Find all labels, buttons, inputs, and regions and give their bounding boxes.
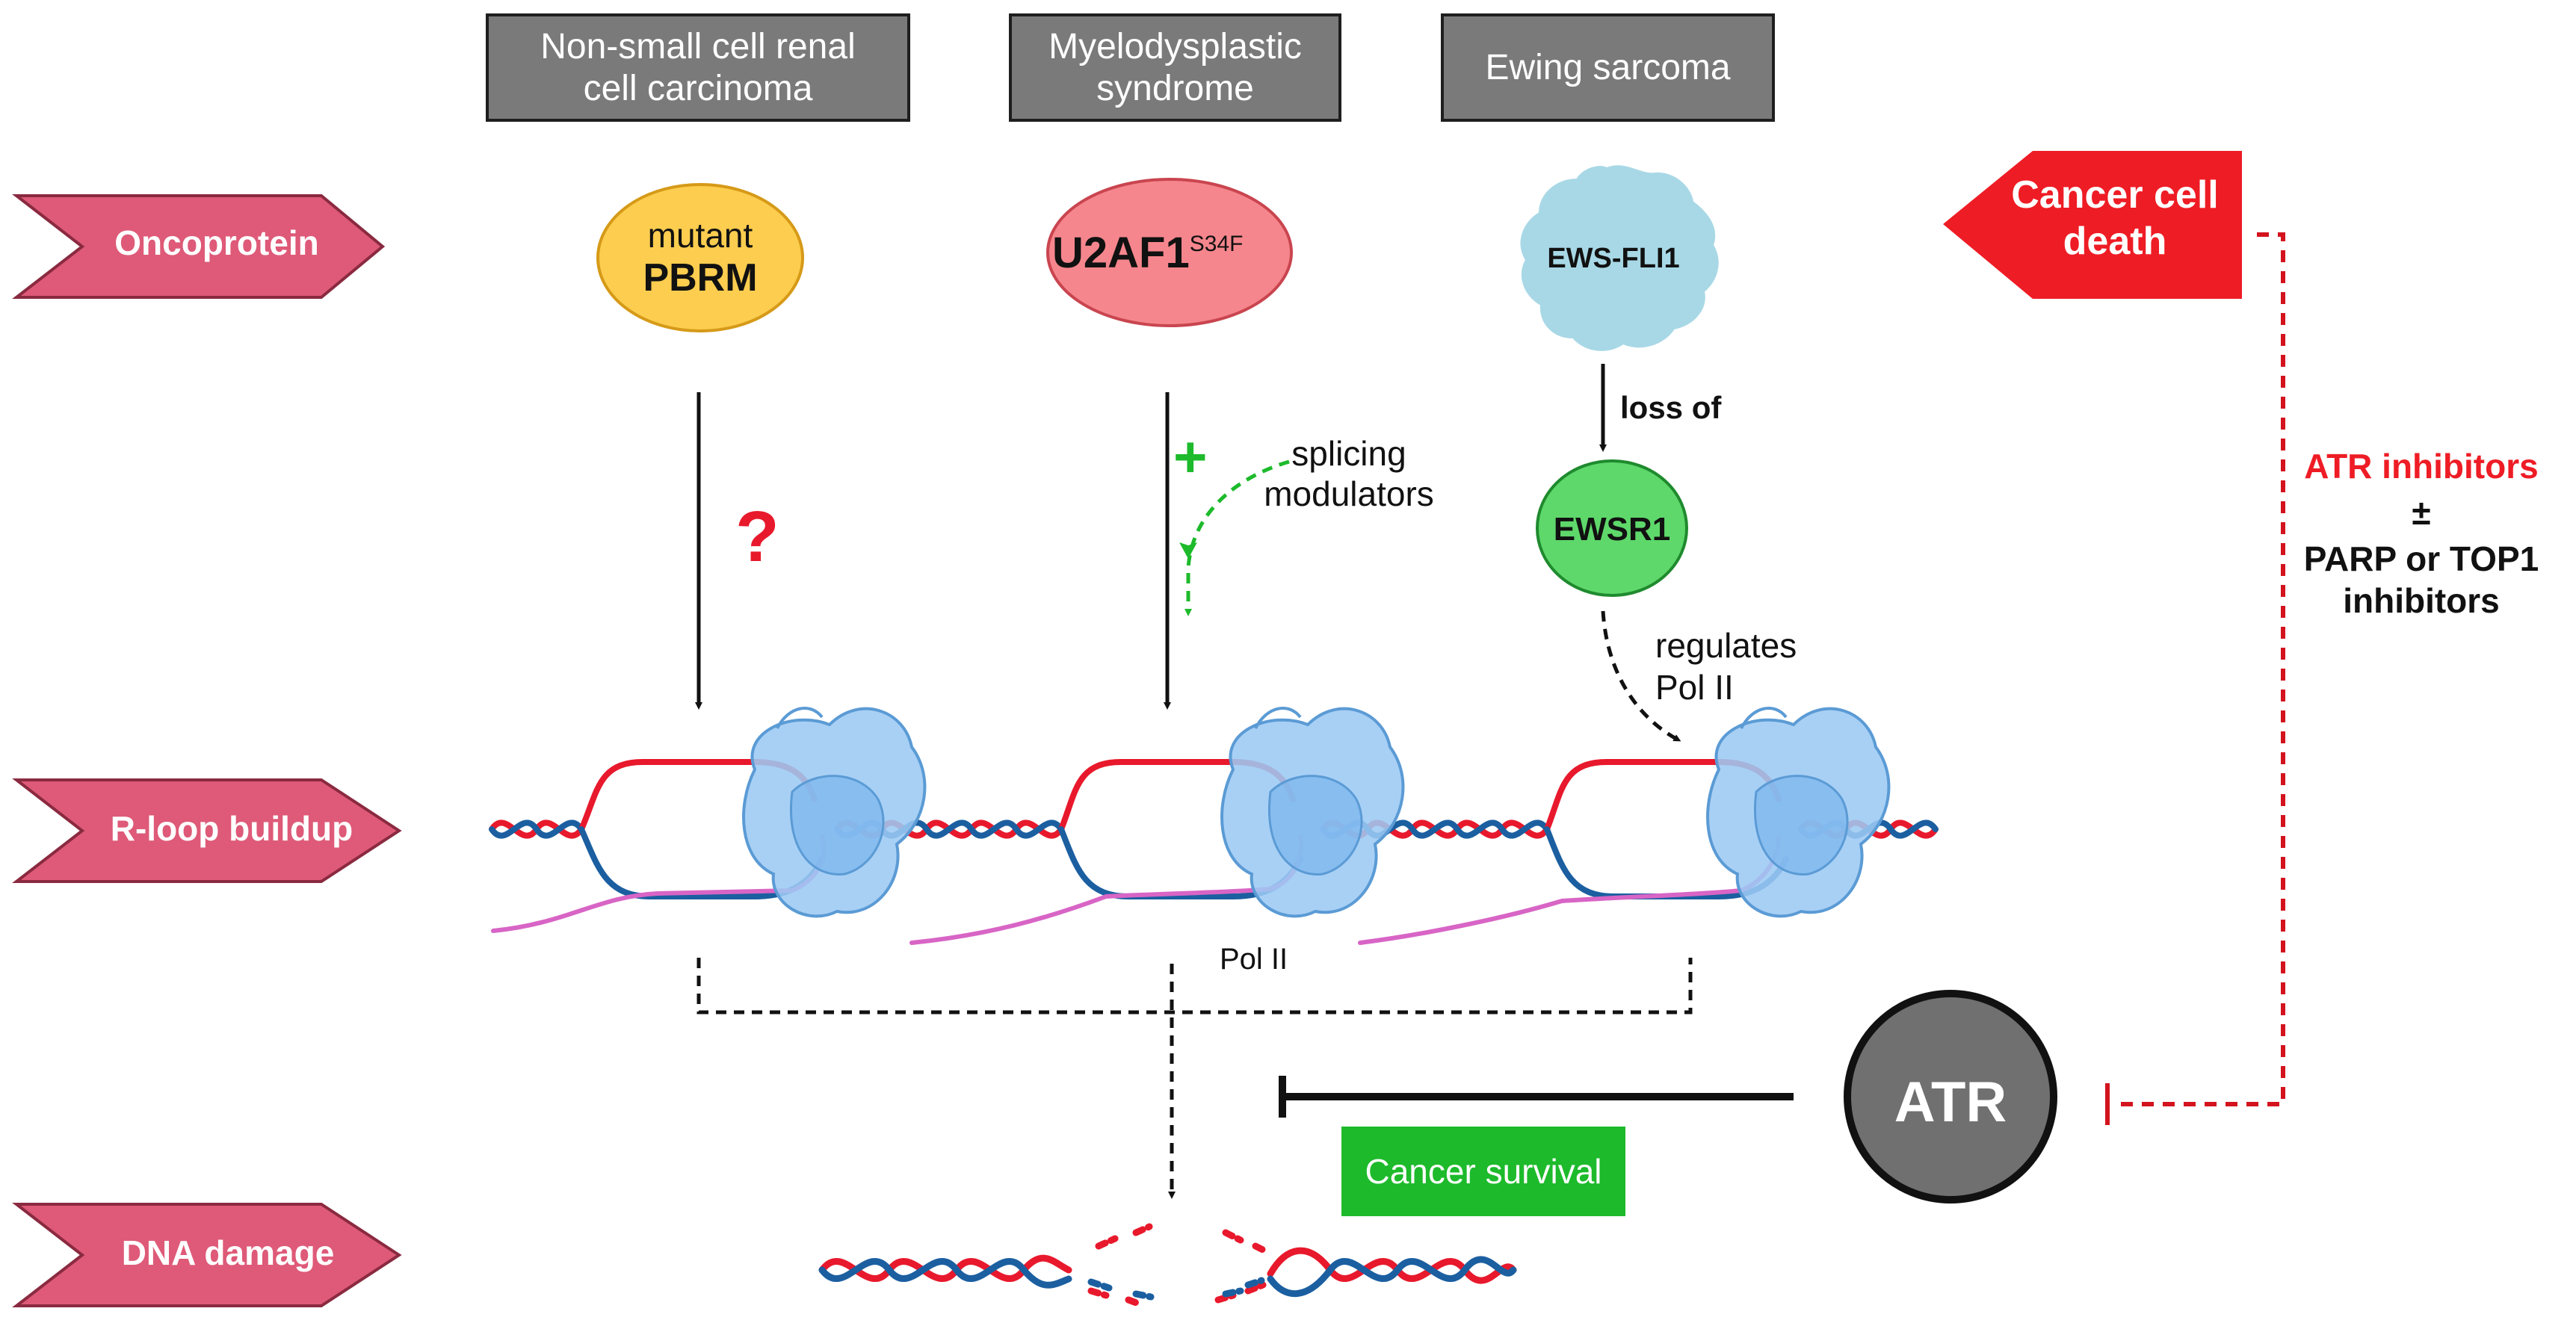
stage-dna-damage-label: DNA damage: [121, 1233, 335, 1272]
convergence-lines: [696, 958, 1693, 1199]
atr-inhibitor-path: [2115, 232, 2285, 1106]
cancer-death-line2: death: [2063, 220, 2167, 263]
regulates-line2: Pol II: [1655, 668, 1734, 707]
ews-fli1-label: EWS-FLI1: [1547, 243, 1680, 274]
parp-top1-label: PARP or TOP1 inhibitors: [2279, 538, 2563, 622]
stage-rloop-shape: [12, 778, 402, 883]
unknown-mechanism-mark: ?: [735, 497, 779, 577]
cancer-survival-box: Cancer survival: [1341, 1127, 1625, 1216]
disease-box-rcc: Non-small cell renal cell carcinoma: [486, 13, 910, 122]
pol2-enzyme-1: [742, 707, 927, 918]
u2af1-label: U2AF1S34F: [1052, 228, 1243, 278]
disease-box-mds: Myelodysplastic syndrome: [1009, 13, 1341, 122]
disease-mds-line2: syndrome: [1096, 68, 1254, 108]
stage-arrow-shapes: [12, 194, 402, 1307]
pbrm-label-line1: mutant: [647, 216, 753, 255]
splicing-line2: modulators: [1264, 474, 1434, 513]
ewsr1-blob: [1536, 459, 1688, 597]
regulates-line1: regulates: [1655, 626, 1797, 665]
regulates-label: regulates Pol II: [1655, 625, 1797, 708]
stage-oncoprotein-shape: [12, 194, 386, 299]
pol2-enzyme-2: [1220, 707, 1405, 918]
disease-box-ewing: Ewing sarcoma: [1441, 13, 1775, 122]
cancer-survival-label: Cancer survival: [1365, 1152, 1602, 1191]
ews-fli1-blob: [1520, 165, 1719, 351]
u2af1-mutation: S34F: [1189, 232, 1244, 256]
pol2-label: Pol II: [1220, 943, 1288, 976]
pbrm-label-line2: PBRM: [643, 256, 758, 300]
disease-ewing-line1: Ewing sarcoma: [1485, 47, 1731, 87]
pol2-enzyme-3: [1706, 707, 1891, 918]
stage-oncoprotein-label: Oncoprotein: [114, 223, 319, 262]
parp-line1: PARP or TOP1: [2303, 539, 2539, 578]
cancer-death-shape: [1943, 151, 2242, 299]
pbrm-text: mutant PBRM: [598, 205, 803, 310]
broken-dna: [818, 1223, 1517, 1308]
splicing-plus-sign: +: [1173, 424, 1208, 489]
loss-of-label: loss of: [1620, 390, 1722, 425]
atr-inhibitors-label: ATR inhibitors: [2304, 447, 2539, 486]
parp-line2: inhibitors: [2343, 581, 2500, 620]
splicing-modulator-arrow: [1184, 459, 1290, 616]
plus-minus-label: ±: [2412, 493, 2431, 532]
atr-circle: [1844, 990, 2057, 1203]
regulates-arrow: [1601, 610, 1681, 742]
splicing-modulators-label: splicing modulators: [1241, 433, 1457, 514]
atr-label: ATR: [1894, 1070, 2007, 1134]
ewsr1-label: EWSR1: [1553, 511, 1671, 548]
u2af1-name: U2AF1: [1052, 229, 1190, 277]
splicing-line1: splicing: [1291, 434, 1406, 473]
disease-rcc-line2: cell carcinoma: [583, 68, 813, 108]
disease-rcc-line1: Non-small cell renal: [540, 26, 856, 66]
cancer-death-line1: Cancer cell: [2011, 173, 2219, 217]
u2af1-blob: [1046, 178, 1293, 327]
stage-rloop-label: R-loop buildup: [110, 809, 353, 848]
pbrm-blob: [596, 183, 804, 332]
disease-mds-line1: Myelodysplastic: [1048, 26, 1302, 66]
stage-dna-damage-shape: [12, 1203, 402, 1307]
cancer-death-label: Cancer cell death: [1973, 172, 2257, 264]
